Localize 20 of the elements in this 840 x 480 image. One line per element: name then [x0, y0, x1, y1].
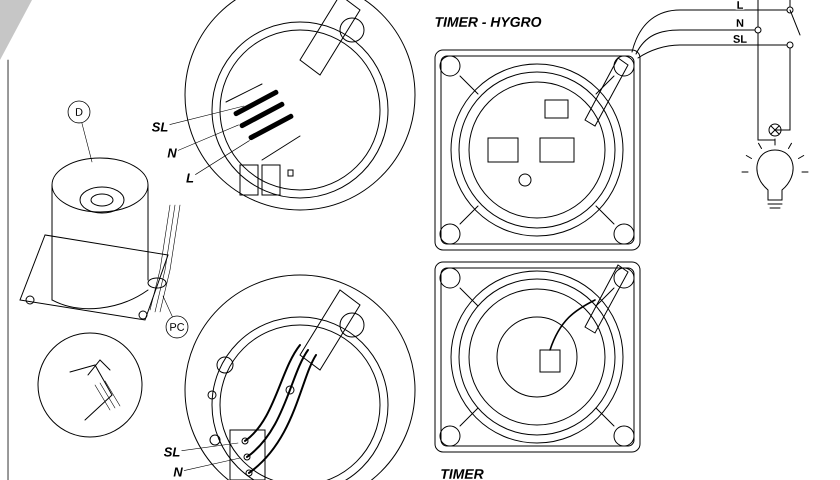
wire-label: SL [164, 447, 180, 457]
wire-label: N [735, 18, 745, 28]
wire-label: L [736, 0, 744, 10]
leader-line [178, 124, 239, 151]
wire-label: L [186, 174, 194, 182]
wire [240, 102, 284, 128]
panel-title: TIMER - HYGRO [434, 16, 542, 28]
leader-line [169, 106, 244, 125]
leader-line [181, 442, 238, 451]
wire [234, 90, 278, 116]
wire-label: N [174, 468, 183, 476]
wire-label: SL [152, 122, 168, 132]
leader-line [184, 458, 240, 471]
wire [248, 114, 294, 140]
wire-label: N [168, 148, 177, 158]
wire-label: SL [732, 34, 748, 44]
leader-line [82, 122, 92, 162]
leader-line [195, 140, 250, 175]
leader-line [162, 296, 173, 317]
panel-title: TIMER [439, 468, 485, 480]
